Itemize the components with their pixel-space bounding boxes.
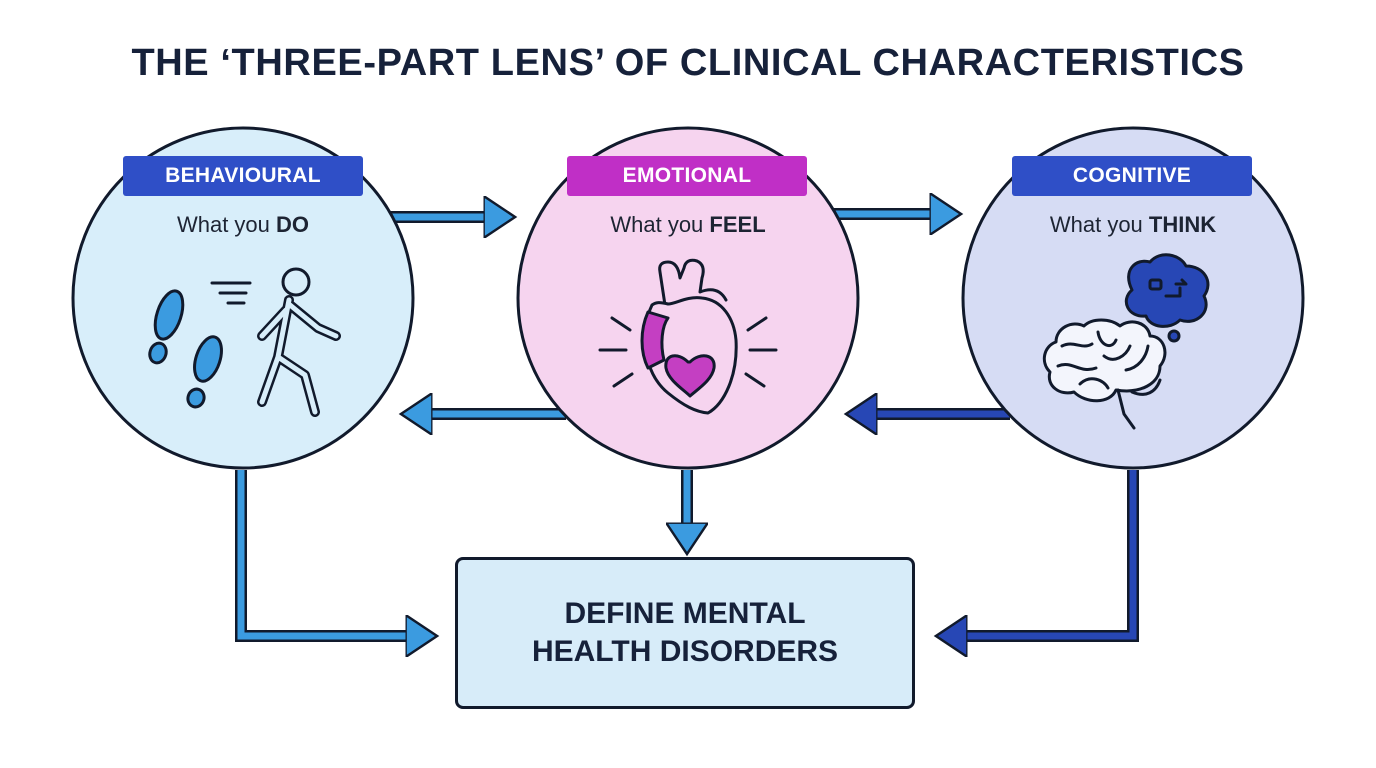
heart-icon [598, 258, 778, 415]
behavioural-label: BEHAVIOURAL [165, 164, 321, 187]
cognitive-tab [1012, 156, 1252, 196]
outcome-line-1: DEFINE MENTAL [564, 597, 806, 630]
behavioural-tab [123, 156, 363, 196]
cognitive-label: COGNITIVE [1072, 164, 1192, 187]
walking-person-with-footprints-icon [148, 267, 341, 417]
emotional-subtitle-prefix: What you [610, 212, 710, 237]
behavioural-keyword: DO [276, 212, 310, 237]
cognitive-subtitle: What you THINK [983, 212, 1283, 238]
emotional-keyword: FEEL [709, 212, 766, 237]
emotional-tab [567, 156, 807, 196]
cognitive-subtitle-prefix: What you [1049, 212, 1149, 237]
arrow-cognitive-to-outcome [945, 470, 1139, 636]
outcome-line-2: HEALTH DISORDERS [531, 635, 839, 668]
behavioural-circle [71, 126, 415, 470]
emotional-subtitle: What you FEEL [538, 212, 838, 238]
behavioural-subtitle-prefix: What you [176, 212, 277, 237]
arrow-behavioural-to-outcome [235, 470, 428, 636]
cognitive-keyword: THINK [1148, 212, 1217, 237]
brain-with-thought-bubble-icon [1042, 253, 1210, 430]
emotional-label: EMOTIONAL [622, 164, 752, 187]
behavioural-subtitle: What you DO [93, 212, 393, 238]
diagram-title: THE ‘THREE-PART LENS’ OF CLINICAL CHARAC… [131, 42, 1245, 84]
define-disorders-box: DEFINE MENTAL HEALTH DISORDERS [455, 557, 915, 709]
